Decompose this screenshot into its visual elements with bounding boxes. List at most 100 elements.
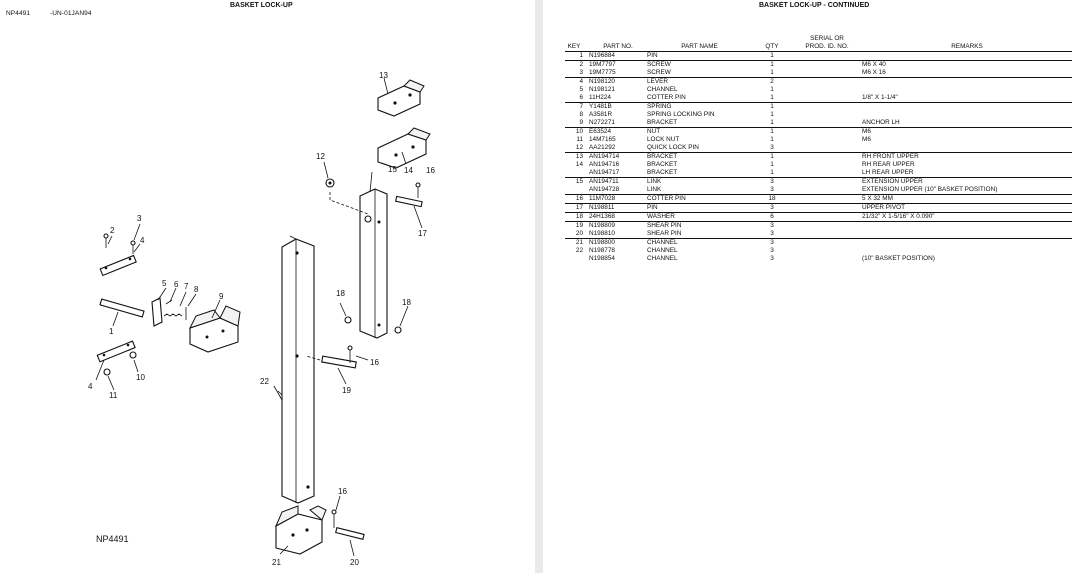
cell-key: 14 bbox=[575, 161, 583, 168]
cell-key: 11 bbox=[576, 136, 583, 143]
cell-part-no: Y1481B bbox=[589, 103, 612, 110]
cell-serial bbox=[792, 203, 862, 213]
cell-part-name: PIN bbox=[647, 203, 752, 213]
cell-qty: 6 bbox=[752, 212, 792, 222]
cell-key: 15 bbox=[575, 178, 583, 185]
cell-part-no: AN194711 bbox=[589, 178, 619, 185]
cell-key bbox=[565, 186, 589, 195]
callout-14: 14 bbox=[404, 166, 413, 175]
shear-pin-19 bbox=[305, 345, 357, 369]
callout-16-top: 16 bbox=[426, 166, 435, 175]
page-title: BASKET LOCK-UP bbox=[230, 2, 293, 9]
channel-22 bbox=[277, 235, 315, 504]
cell-key: 3 bbox=[565, 69, 589, 78]
cell-serial bbox=[792, 212, 862, 222]
cell-part-name: SPRING LOCKING PIN bbox=[647, 111, 715, 118]
cell-qty: 3 bbox=[752, 230, 792, 239]
cell-serial bbox=[792, 178, 862, 187]
cell-serial bbox=[792, 230, 862, 239]
callout-6: 6 bbox=[174, 280, 179, 289]
cell-part-name: SHEAR PIN bbox=[647, 222, 682, 229]
cell-remarks bbox=[862, 247, 1072, 255]
cell-key: 12 bbox=[565, 144, 589, 153]
header-code: -UN-01JAN94 bbox=[50, 10, 92, 17]
cell-serial bbox=[792, 86, 862, 94]
cell-part-no: 19M7797 bbox=[589, 61, 616, 68]
cell-remarks bbox=[862, 51, 1072, 61]
cell-key: 2 bbox=[579, 61, 583, 68]
cell-part-no: N198800 bbox=[589, 239, 615, 246]
page-gutter bbox=[535, 0, 543, 573]
callout-16-bottom: 16 bbox=[338, 487, 347, 496]
callout-13: 13 bbox=[379, 71, 388, 80]
cell-remarks: M6 bbox=[862, 128, 871, 135]
cell-qty: 3 bbox=[770, 239, 774, 246]
cell-part-name: SCREW bbox=[647, 69, 752, 78]
cell-remarks: ANCHOR LH bbox=[862, 119, 1072, 128]
link-15 bbox=[359, 188, 388, 339]
cell-part-name: PIN bbox=[647, 51, 752, 61]
col-key: KEY bbox=[567, 43, 581, 50]
cell-key: 18 bbox=[565, 212, 589, 222]
cell-remarks: EXTENSION UPPER bbox=[862, 178, 923, 185]
cell-key: 4 bbox=[579, 78, 583, 85]
cell-qty: 1 bbox=[770, 103, 774, 110]
cell-part-no: 19M7775 bbox=[589, 69, 647, 78]
cell-serial bbox=[792, 111, 862, 119]
callout-20: 20 bbox=[350, 558, 359, 567]
cell-qty: 1 bbox=[770, 128, 774, 135]
cell-part-no: AN194716 bbox=[589, 161, 620, 168]
cell-key: 13 bbox=[575, 153, 583, 160]
cell-part-name: BRACKET bbox=[647, 153, 678, 160]
cell-key: 17 bbox=[565, 203, 589, 213]
cell-remarks: M6 bbox=[862, 136, 871, 143]
cell-part-name: BRACKET bbox=[647, 169, 752, 178]
cell-key: 16 bbox=[565, 194, 589, 204]
callout-labels: 13 12 15 14 16 17 18 18 16 19 22 16 21 2… bbox=[88, 71, 435, 567]
cell-part-name: CHANNEL bbox=[647, 247, 678, 254]
cell-serial bbox=[792, 78, 862, 87]
cell-remarks: 5 X 32 MM bbox=[862, 194, 1072, 204]
cell-key: 9 bbox=[565, 119, 589, 128]
left-page: NP4491 -UN-01JAN94 BASKET LOCK-UP bbox=[0, 0, 535, 573]
cell-part-name: CHANNEL bbox=[647, 86, 678, 93]
cell-part-no: AN194717 bbox=[589, 169, 647, 178]
cell-serial bbox=[792, 136, 862, 144]
cell-remarks: M6 X 16 bbox=[862, 69, 1072, 78]
pin-17 bbox=[395, 182, 423, 208]
leader-lines bbox=[95, 77, 423, 557]
callout-2: 2 bbox=[110, 226, 115, 235]
callout-4-top: 4 bbox=[140, 236, 145, 245]
page-title-continued: BASKET LOCK-UP - CONTINUED bbox=[759, 2, 870, 9]
col-remarks: REMARKS bbox=[951, 43, 983, 50]
cell-qty: 1 bbox=[770, 61, 774, 68]
cell-qty: 1 bbox=[752, 51, 792, 61]
cell-qty: 3 bbox=[752, 186, 792, 195]
cell-serial bbox=[792, 255, 862, 263]
left-assembly bbox=[96, 233, 241, 376]
cell-part-name: BRACKET bbox=[647, 161, 678, 168]
callout-4-bottom: 4 bbox=[88, 382, 93, 391]
callout-18-left: 18 bbox=[336, 289, 345, 298]
cell-remarks bbox=[862, 78, 1072, 87]
cell-remarks bbox=[862, 144, 1072, 153]
cell-serial bbox=[792, 161, 862, 169]
callout-16-mid: 16 bbox=[370, 358, 379, 367]
cell-key: 21 bbox=[575, 239, 583, 246]
cell-qty: 1 bbox=[770, 161, 774, 168]
cell-key: 20 bbox=[565, 230, 589, 239]
